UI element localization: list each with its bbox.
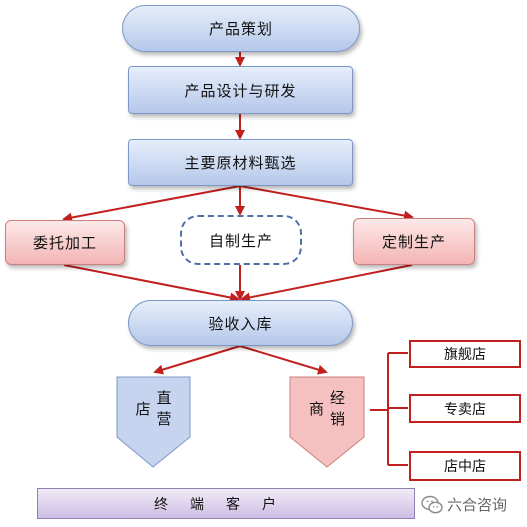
product-design-node: 产品设计与研发 (128, 66, 353, 114)
arrow-material-to-custom-make (239, 185, 414, 221)
self-production-label: 自制生产 (208, 231, 273, 250)
distributor-text-box: 经销商 (290, 380, 364, 442)
end-customer-label: 终端客户 (154, 496, 298, 513)
distributor-arrow (289, 376, 365, 468)
flagship-store-label: 旗舰店 (444, 347, 486, 363)
material-selection-node: 主要原材料甄选 (128, 139, 353, 186)
direct-store-text-box: 直营店 (117, 380, 190, 442)
end-customer-bar: 终端客户 (37, 488, 415, 519)
direct-store-label: 直营店 (133, 390, 173, 432)
inspection-storage-label: 验收入库 (208, 314, 273, 333)
arrow-inspection-to-direct-store (153, 345, 241, 375)
custom-production-label: 定制生产 (381, 233, 446, 251)
product-planning-label: 产品策划 (208, 20, 273, 38)
wechat-icon (421, 495, 443, 513)
material-selection-label: 主要原材料甄选 (184, 154, 297, 172)
watermark-text: 六合咨询 (447, 496, 508, 514)
outsource-processing-label: 委托加工 (32, 234, 97, 252)
watermark: 六合咨询 (421, 494, 507, 515)
shop-in-shop-node: 店中店 (409, 451, 521, 481)
shop-in-shop-label: 店中店 (444, 459, 486, 475)
arrow-material-to-outsource (62, 185, 241, 223)
direct-store-arrow (116, 376, 191, 468)
specialty-store-label: 专卖店 (444, 401, 486, 418)
arrow-outsource-to-inspection (63, 264, 240, 303)
arrow-custom-make-to-inspection (240, 264, 413, 303)
inspection-storage-node: 验收入库 (128, 300, 353, 346)
product-design-label: 产品设计与研发 (184, 81, 297, 100)
specialty-store-node: 专卖店 (409, 394, 521, 423)
distributor-label: 经销商 (307, 390, 346, 432)
self-production-node: 自制生产 (180, 215, 302, 265)
outsource-processing-node: 委托加工 (5, 220, 125, 265)
arrow-inspection-to-distributor (239, 345, 328, 375)
flagship-store-node: 旗舰店 (409, 340, 521, 368)
product-planning-node: 产品策划 (122, 5, 360, 52)
custom-production-node: 定制生产 (353, 218, 475, 265)
